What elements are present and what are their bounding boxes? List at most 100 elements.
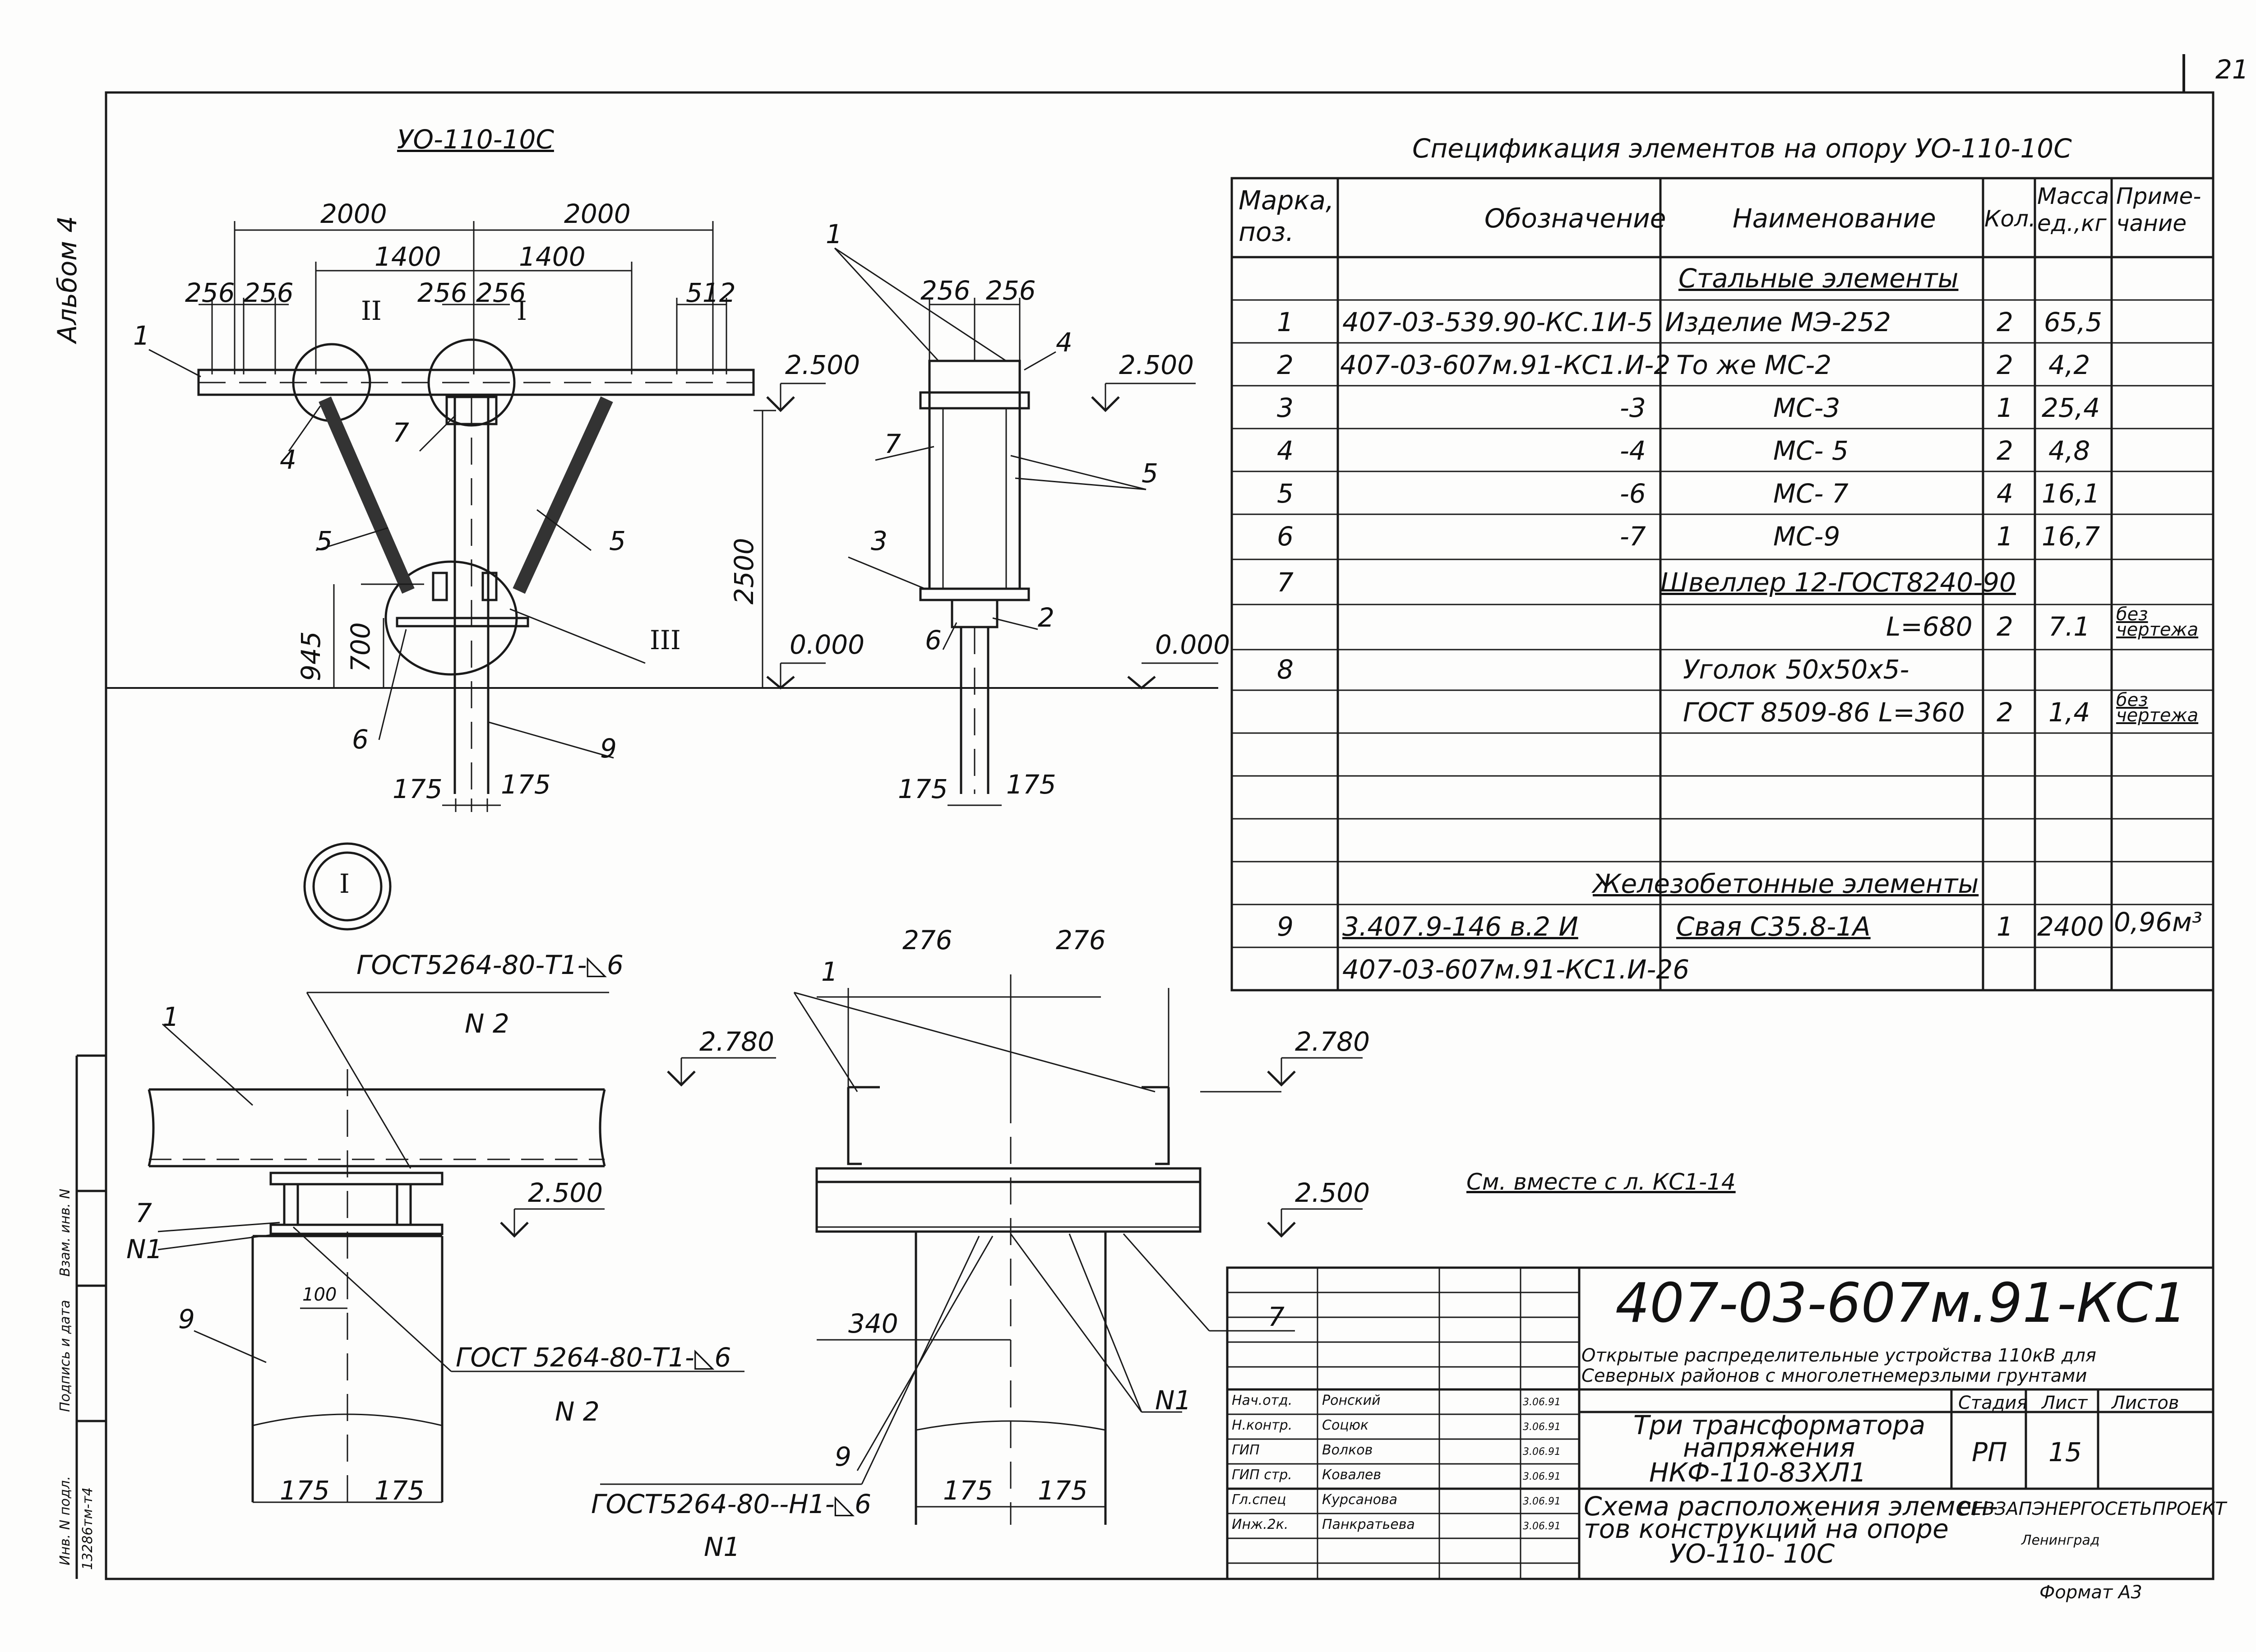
title-block-sheet-line3: УО-110- 10С xyxy=(1669,1538,1835,1569)
detail-II-elev-2500: 2.500 xyxy=(1295,1177,1370,1208)
side-stamp-inv-orig: Инв. N подл. xyxy=(57,1476,73,1565)
person-date: 3.06.91 xyxy=(1523,1521,1561,1532)
person-role: Инж.2к. xyxy=(1232,1517,1289,1532)
detail-I-weld-bottom-note: N 2 xyxy=(555,1396,600,1427)
front-pos-9: 9 xyxy=(600,733,617,764)
detail-I-pos-9: 9 xyxy=(178,1304,195,1334)
spec-row-mass: 25,4 xyxy=(2042,392,2100,423)
spec-concrete-designation-1: 3.407.9-146 в.2 И xyxy=(1342,911,1578,942)
side-pos-7: 7 xyxy=(884,429,901,459)
front-dim-height: 2500 xyxy=(729,538,759,605)
spec-row-mass: 4,8 xyxy=(2048,435,2090,466)
spec-header-note: Приме- чание xyxy=(2116,183,2201,236)
front-pos-5b: 5 xyxy=(609,526,626,556)
person-date: 3.06.91 xyxy=(1523,1397,1561,1408)
spec-row-mark: 4 xyxy=(1277,435,1294,466)
spec-row-qty: 2 xyxy=(1997,435,2013,466)
front-dim-inner-right: 1400 xyxy=(519,241,586,272)
spec-row-mass: 4,2 xyxy=(2048,350,2090,380)
detail-I-elev-2780: 2.780 xyxy=(699,1026,775,1057)
spec-row-name: ГОСТ 8509-86 L=360 xyxy=(1683,697,1965,728)
spec-row-qty: 1 xyxy=(1997,521,2013,552)
spec-row-qty: 4 xyxy=(1997,478,2013,509)
title-block-object-line1: Три трансформатора xyxy=(1633,1410,1926,1440)
title-block-sheet-line1: Схема расположения элемен- xyxy=(1584,1491,1998,1522)
person-name: Ковалев xyxy=(1322,1467,1382,1483)
person-name: Панкратьева xyxy=(1322,1517,1415,1532)
title-block-stage: РП xyxy=(1972,1437,2007,1467)
front-elev-top: 2.500 xyxy=(785,350,860,380)
title-block-grid xyxy=(1226,1266,2214,1580)
person-date: 3.06.91 xyxy=(1523,1471,1561,1482)
spec-concrete-mass: 2400 xyxy=(2037,911,2104,942)
side-pos-1: 1 xyxy=(826,219,842,249)
title-block-city: Ленинград xyxy=(2021,1532,2100,1548)
spec-concrete-name: Свая С35.8-1А xyxy=(1676,911,1871,942)
spec-row-name: L=680 xyxy=(1886,611,1973,642)
spec-row-name: МС-9 xyxy=(1773,521,1840,552)
spec-row-name: МС-3 xyxy=(1773,392,1840,423)
title-block-code: 407-03-607м.91-КС1 xyxy=(1615,1272,2187,1335)
spec-row-name: Швеллер 12-ГОСТ8240-90 xyxy=(1660,567,2016,598)
detail-I-dim-175a: 175 xyxy=(280,1475,330,1506)
title-block-sheets-label: Листов xyxy=(2112,1393,2179,1413)
front-pos-6: 6 xyxy=(352,724,369,755)
person-role: Гл.спец xyxy=(1232,1492,1286,1508)
side-dim-256b: 256 xyxy=(986,275,1036,306)
spec-title: Спецификация элементов на опору УО-110-1… xyxy=(1412,133,2072,164)
spec-header-mark: Марка, поз. xyxy=(1239,185,1334,247)
side-view-geometry xyxy=(834,247,1218,806)
spec-row-designation: -6 xyxy=(1620,478,1646,509)
person-name: Волков xyxy=(1322,1442,1373,1458)
detail-I-geometry xyxy=(148,842,776,1503)
front-callout-III: III xyxy=(650,625,681,655)
title-block-object-line3: НКФ-110-83ХЛ1 xyxy=(1649,1457,1867,1488)
front-dim-175a: 175 xyxy=(393,774,443,804)
spec-header-name: Наименование xyxy=(1733,203,1936,234)
person-name: Ронский xyxy=(1322,1393,1381,1408)
side-pos-5: 5 xyxy=(1142,458,1158,489)
person-role: ГИП стр. xyxy=(1232,1467,1292,1483)
front-pos-5a: 5 xyxy=(316,526,333,556)
spec-concrete-designation-2: 407-03-607м.91-КС1.И-26 xyxy=(1342,954,1690,985)
front-dim-256c: 256 xyxy=(417,277,467,308)
detail-II-dim-175b: 175 xyxy=(1038,1475,1088,1506)
detail-II-elev-2780: 2.780 xyxy=(1295,1026,1370,1057)
detail-I-elev-2500: 2.500 xyxy=(528,1177,603,1208)
front-pos-4: 4 xyxy=(280,444,296,475)
spec-row-qty: 1 xyxy=(1997,392,2013,423)
front-dim-945: 945 xyxy=(296,631,326,681)
spec-header-qty: Кол. xyxy=(1984,206,2036,232)
person-role: ГИП xyxy=(1232,1442,1260,1458)
front-dim-256a: 256 xyxy=(185,277,235,308)
person-role: Нач.отд. xyxy=(1232,1393,1293,1408)
spec-row-qty: 2 xyxy=(1997,611,2013,642)
title-block-sheet-no: 15 xyxy=(2048,1437,2082,1467)
person-date: 3.06.91 xyxy=(1523,1446,1561,1458)
spec-concrete-qty: 1 xyxy=(1997,911,2013,942)
person-date: 3.06.91 xyxy=(1523,1496,1561,1507)
spec-concrete-note: 0,96м³ xyxy=(2114,907,2203,937)
album-label: Альбом 4 xyxy=(52,216,83,343)
detail-II-weld: ГОСТ5264-80--Н1-◺6 xyxy=(591,1489,872,1519)
detail-II-pos-9: 9 xyxy=(835,1441,851,1472)
front-elev-ground: 0.000 xyxy=(790,629,865,660)
side-elev-top: 2.500 xyxy=(1119,350,1194,380)
spec-row-name: МС- 5 xyxy=(1773,435,1849,466)
title-block-project-line1: Открытые распределительные устройства 11… xyxy=(1581,1345,2096,1366)
detail-I-callout: I xyxy=(339,868,350,899)
detail-II-pos-1: 1 xyxy=(821,956,838,987)
detail-I-dim-175b: 175 xyxy=(374,1475,425,1506)
detail-I-pos-1: 1 xyxy=(162,1001,179,1032)
spec-row-mark: 7 xyxy=(1277,567,1294,598)
side-stamp-inv-number: 13286тм-т4 xyxy=(80,1487,96,1570)
front-dim-512: 512 xyxy=(686,277,736,308)
person-name: Соцюк xyxy=(1322,1417,1369,1433)
side-pos-4: 4 xyxy=(1056,327,1073,358)
spec-row-mark: 6 xyxy=(1277,521,1294,552)
spec-row-mass: 16,1 xyxy=(2042,478,2100,509)
front-callout-I: I xyxy=(517,295,527,326)
spec-row-note: без чертежа xyxy=(2116,690,2199,726)
detail-II-pos-7: 7 xyxy=(1268,1301,1285,1332)
